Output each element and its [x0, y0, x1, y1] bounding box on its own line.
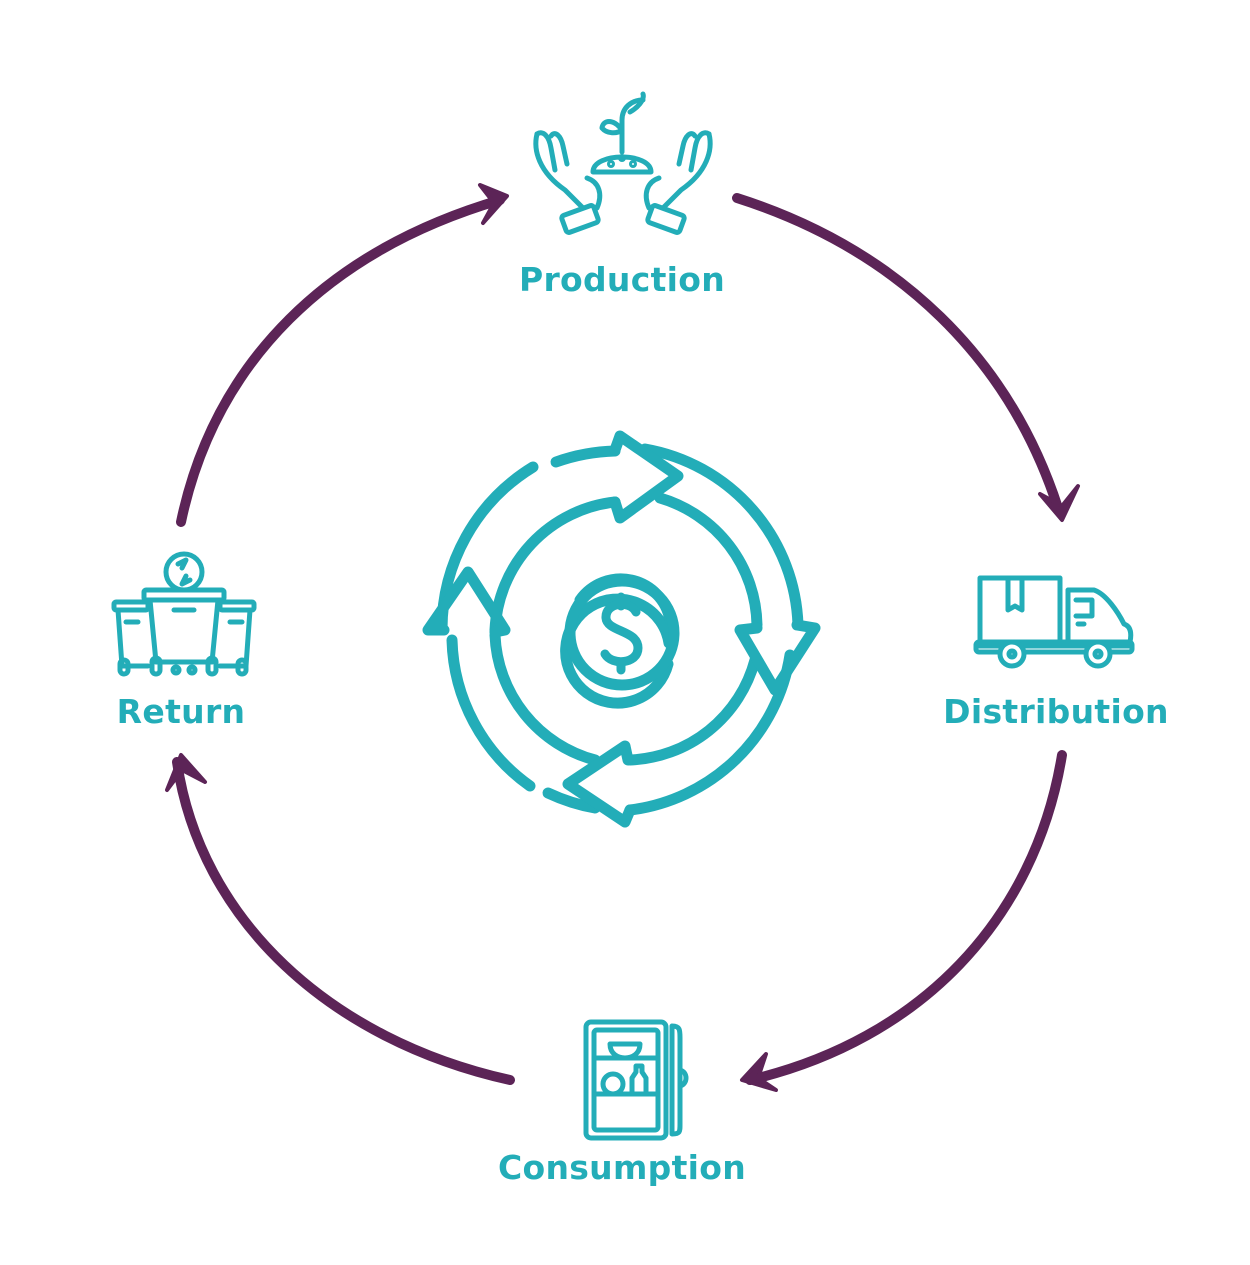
stage-consumption — [580, 1018, 690, 1142]
stage-label-production: Production — [518, 260, 726, 299]
arrow-consumption-to-return — [172, 757, 515, 1085]
arrow-return-to-production — [176, 195, 505, 527]
arrowhead-icon — [1038, 484, 1080, 522]
arrowhead-icon — [165, 753, 207, 792]
stage-distribution — [972, 572, 1137, 672]
recycling-bins-icon — [111, 551, 257, 677]
delivery-truck-icon — [973, 575, 1135, 669]
money-cycle-icon — [422, 430, 821, 828]
arrow-distribution-to-consumption — [745, 750, 1067, 1085]
stage-label-consumption: Consumption — [497, 1148, 747, 1187]
arrowhead-icon — [478, 183, 509, 225]
arrow-production-to-distribution — [732, 193, 1063, 513]
hands-holding-sprout-icon — [533, 91, 713, 235]
stage-label-distribution: Distribution — [943, 692, 1169, 731]
arrowhead-icon — [740, 1052, 778, 1092]
stage-return — [108, 550, 258, 682]
stage-production — [525, 90, 725, 250]
stage-label-return: Return — [116, 692, 246, 731]
flow-arrows — [165, 183, 1080, 1092]
refrigerator-icon — [583, 1019, 689, 1141]
